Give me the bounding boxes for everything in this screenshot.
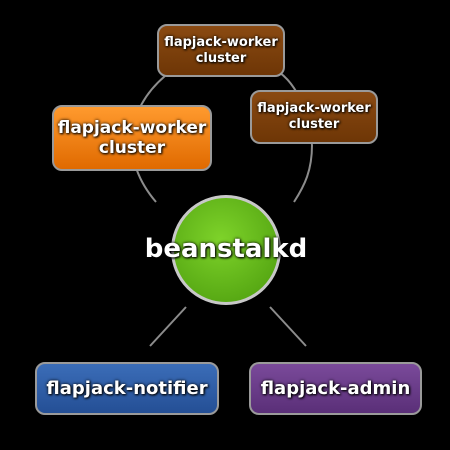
node-label: flapjack-notifier bbox=[46, 377, 208, 399]
node-label: flapjack-admin bbox=[260, 377, 411, 399]
beanstalkd-hub-node: beanstalkd bbox=[145, 195, 307, 305]
worker-cluster-node-left: flapjack-worker cluster bbox=[52, 105, 212, 171]
hub-label: beanstalkd bbox=[144, 234, 308, 265]
admin-node: flapjack-admin bbox=[249, 362, 422, 415]
connector-line-admin bbox=[269, 306, 307, 347]
node-label: flapjack-worker bbox=[164, 34, 278, 50]
node-label: cluster bbox=[288, 117, 340, 132]
arc-connector bbox=[293, 144, 313, 203]
node-label: cluster bbox=[98, 138, 166, 158]
notifier-node: flapjack-notifier bbox=[35, 362, 219, 415]
node-label: flapjack-worker bbox=[257, 101, 371, 117]
node-label: flapjack-worker bbox=[57, 117, 207, 138]
connector-line-notifier bbox=[149, 306, 187, 347]
worker-cluster-node-top: flapjack-worker cluster bbox=[157, 24, 285, 77]
worker-cluster-node-right: flapjack-worker cluster bbox=[250, 90, 378, 144]
node-label: cluster bbox=[195, 50, 247, 66]
